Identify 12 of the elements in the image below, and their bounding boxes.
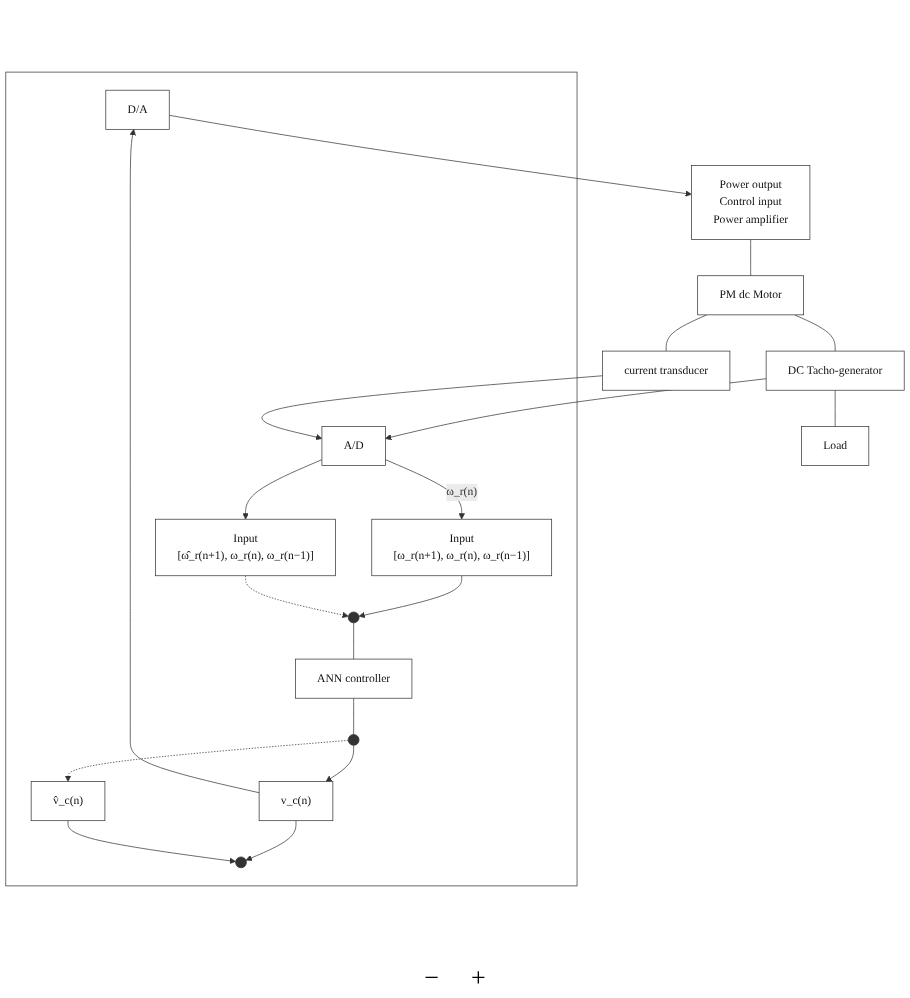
node-circle (347, 734, 360, 746)
connector (353, 622, 354, 660)
cluster (5, 71, 578, 887)
connector (665, 314, 708, 352)
sign-label: − (424, 962, 439, 992)
sign-label: + (471, 962, 486, 992)
connector (834, 389, 836, 427)
connector (750, 239, 751, 277)
node-circle (347, 611, 360, 624)
connector (794, 314, 836, 352)
connector (353, 697, 354, 735)
node-circle (235, 856, 247, 869)
